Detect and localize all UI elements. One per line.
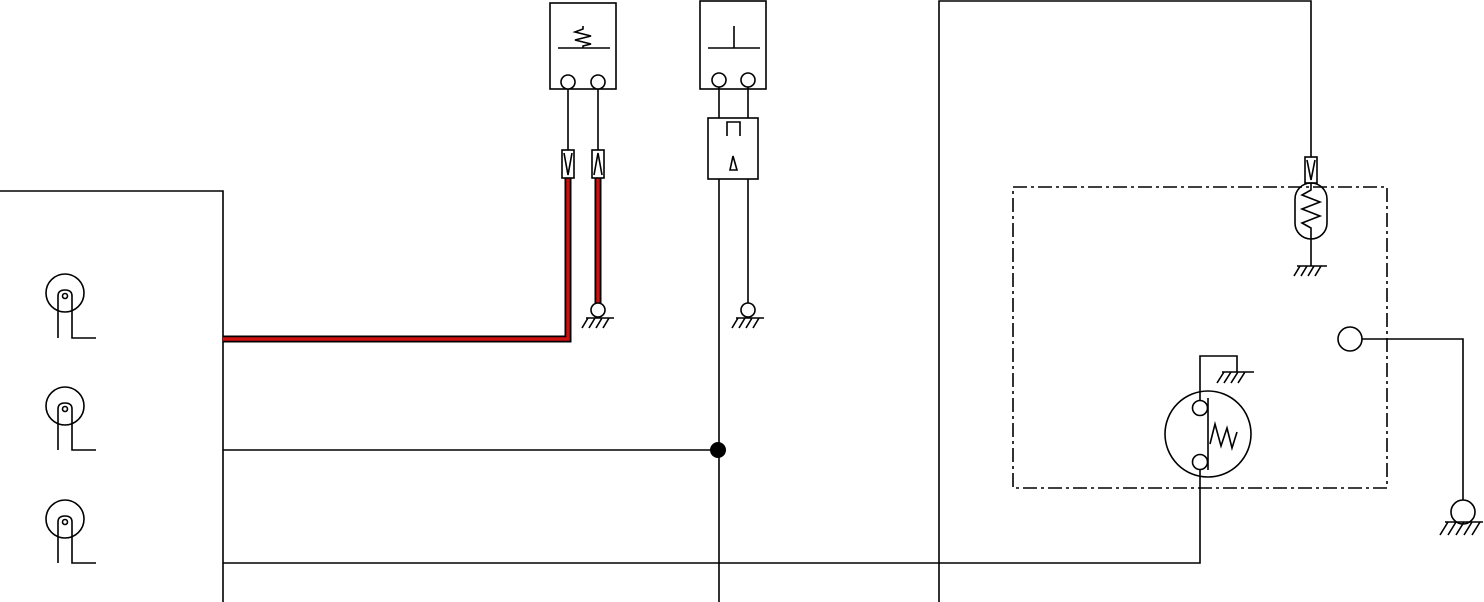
sensor-icon <box>1164 390 1252 478</box>
terminal-icon <box>1337 326 1363 352</box>
fuse-icon <box>1304 156 1318 184</box>
highlighted-circuit <box>223 178 602 343</box>
connector-block <box>707 117 764 602</box>
ground-icon <box>1439 499 1483 536</box>
switch-a <box>549 2 617 329</box>
bulb-icon <box>45 273 96 339</box>
fuse-icon <box>561 149 575 179</box>
right-frame <box>938 0 1312 602</box>
output-wire <box>1362 338 1483 536</box>
resistor-sensor-icon <box>1294 182 1328 240</box>
bus-wires <box>223 442 1201 564</box>
ground-icon <box>1216 371 1254 384</box>
fuse-icon <box>591 149 605 179</box>
bulb-icon <box>45 499 96 564</box>
left-panel <box>0 190 224 602</box>
sensor-module <box>1012 156 1388 489</box>
bulb-icon <box>45 386 96 451</box>
switch-b <box>699 0 767 118</box>
spring-switch-icon <box>558 26 610 49</box>
ground-icon <box>1293 265 1327 277</box>
ground-icon <box>581 302 614 329</box>
ground-icon <box>731 302 764 329</box>
push-switch-icon <box>708 26 760 49</box>
